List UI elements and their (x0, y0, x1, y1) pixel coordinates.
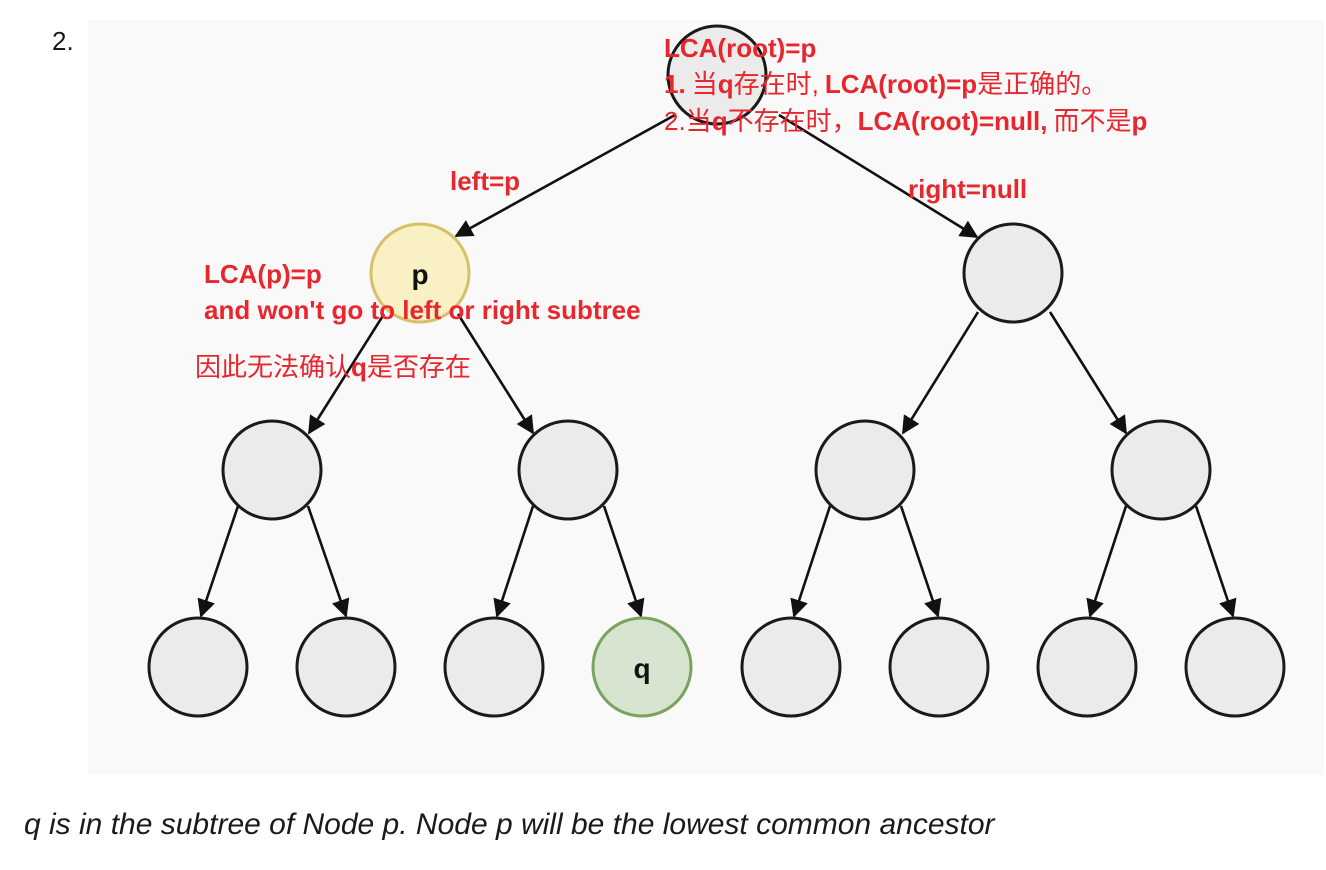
edge-l3-5 (790, 505, 832, 618)
leaf-node (295, 616, 397, 718)
edge-root-p (454, 113, 676, 238)
q-node-label: q (633, 653, 650, 684)
leaf-node (443, 616, 545, 718)
tree-node (221, 419, 323, 521)
edge-r-right (1048, 311, 1128, 435)
p-lca-note: and won't go to left or right subtree (204, 295, 641, 325)
leaf-node (147, 616, 249, 718)
edge-p-left (307, 313, 386, 435)
p-lca-note-cn: 因此无法确认q是否存在 (195, 352, 471, 382)
list-number: 2. (52, 26, 74, 56)
caption: q is in the subtree of Node p. Node p wi… (24, 808, 995, 841)
root-lca-title: LCA(root)=p (664, 33, 816, 63)
edge-l3-2 (306, 505, 350, 618)
right-edge-label: right=null (908, 174, 1027, 204)
tree-node (814, 419, 916, 521)
edge-root-right (778, 113, 979, 239)
edge-p-right (456, 313, 535, 435)
edge-l3-4 (602, 505, 645, 618)
tree-node (517, 419, 619, 521)
edge-l3-1 (197, 505, 240, 618)
p-node-label: p (411, 259, 428, 290)
leaf-node (888, 616, 990, 718)
left-edge-label: left=p (450, 166, 520, 196)
right-node (962, 222, 1064, 324)
p-lca-title: LCA(p)=p (204, 259, 322, 289)
edge-l3-3 (493, 505, 535, 618)
tree-node (1110, 419, 1212, 521)
edge-l3-6 (899, 505, 942, 618)
p-node (369, 222, 471, 324)
leaf-node (740, 616, 842, 718)
edge-l3-7 (1086, 505, 1128, 618)
edge-r-left (901, 311, 980, 435)
leaf-node (1184, 616, 1286, 718)
leaf-node (1036, 616, 1138, 718)
root-lca-note-2: 2.当q不存在时，LCA(root)=null,而不是p (664, 106, 1147, 136)
root-node (666, 24, 768, 126)
root-lca-note-1: 1.当q存在时,LCA(root)=p是正确的。 (664, 69, 1107, 99)
q-node (591, 616, 693, 718)
edge-l3-8 (1194, 505, 1237, 618)
